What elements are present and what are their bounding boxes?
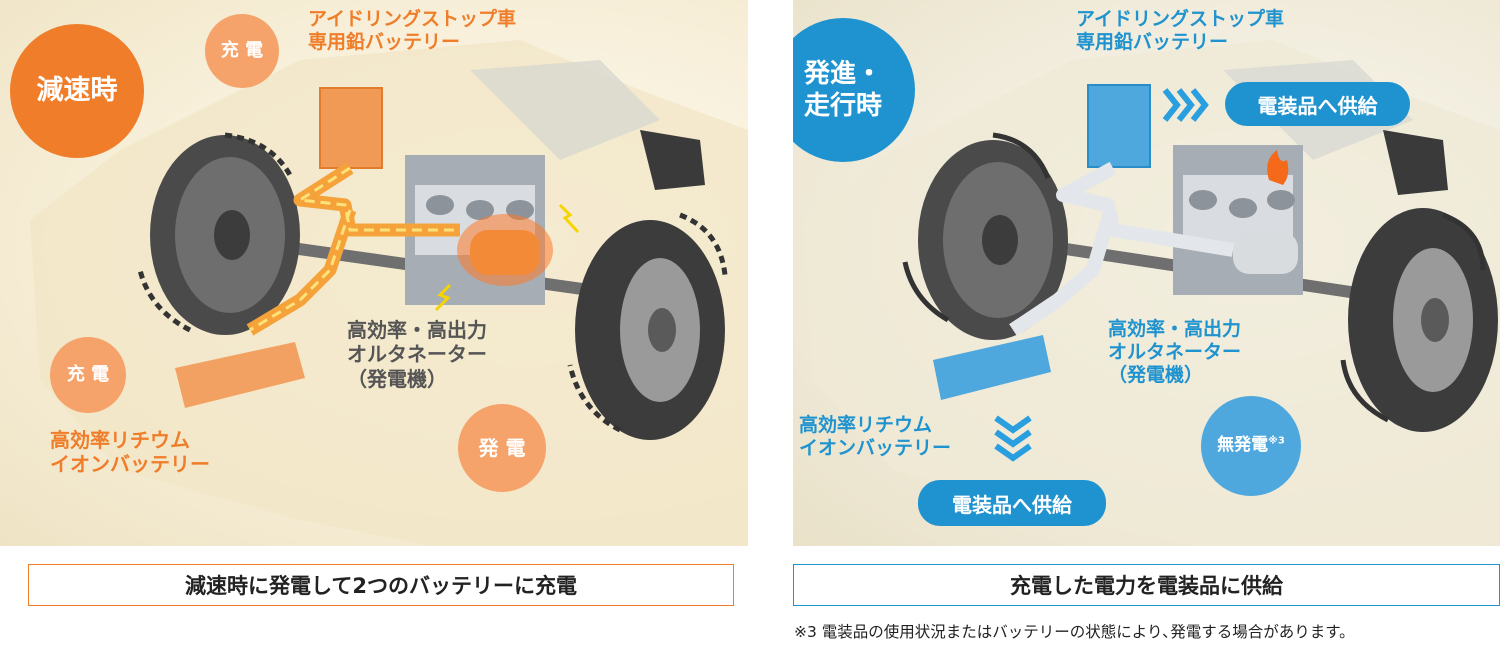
- alternator: [457, 214, 553, 286]
- supply-pill-bottom: 電装品へ供給: [918, 480, 1106, 526]
- footnote: ※3 電装品の使用状況またはバッテリーの状態により､発電する場合があります。: [794, 623, 1355, 641]
- lead-battery-label: アイドリングストップ車 専用鉛バッテリー: [308, 8, 517, 54]
- rotation-arrow-right-bottom: [1340, 359, 1390, 423]
- lead-battery: [319, 87, 383, 169]
- running-panel: 発進・ 走行時 アイドリングストップ車 専用鉛バッテリー 電装品へ供給 高効率・…: [793, 0, 1500, 546]
- alternator: [1233, 232, 1298, 274]
- left-wheel: [150, 135, 300, 335]
- alternator-label: 高効率・高出力 オルタネーター （発電機）: [347, 318, 487, 391]
- lithium-battery-label: 高効率リチウム イオンバッテリー: [50, 428, 210, 477]
- rotation-arrow-right-top: [679, 212, 728, 276]
- lithium-battery-label: 高効率リチウム イオンバッテリー: [799, 414, 952, 460]
- lithium-battery: [933, 335, 1051, 400]
- charge-flow-highlight: [249, 166, 460, 332]
- charge-circle-bottom: 充 電: [50, 337, 126, 413]
- car-window: [470, 60, 660, 160]
- running-badge: 発進・ 走行時: [793, 18, 915, 162]
- rotation-arrow-left-bottom: [902, 261, 950, 323]
- generate-circle: 発 電: [458, 404, 546, 492]
- flame-icon: [1267, 150, 1289, 185]
- lithium-battery: [175, 342, 305, 408]
- spark-icon: [434, 283, 452, 312]
- supply-arrow-icon: [1162, 88, 1209, 122]
- left-wheel: [918, 140, 1068, 340]
- side-mirror: [1383, 130, 1448, 195]
- rotation-arrow-right-top: [1442, 212, 1486, 271]
- supply-down-arrow-icon: [994, 415, 1032, 462]
- deceleration-badge: 減速時: [10, 24, 144, 158]
- lead-battery-label: アイドリングストップ車 専用鉛バッテリー: [1076, 8, 1285, 54]
- rotation-arrow-left-top: [224, 132, 293, 177]
- spark-icon: [558, 203, 580, 234]
- rotation-arrow-left-bottom: [137, 269, 192, 333]
- rotation-arrow-left-top: [992, 132, 1051, 179]
- power-flow: [1009, 161, 1235, 336]
- deceleration-panel: 減速時 充 電 アイドリングストップ車 専用鉛バッテリー 充 電 高効率リチウム…: [0, 0, 748, 546]
- side-mirror: [640, 130, 705, 190]
- supply-pill-top: 電装品へ供給: [1225, 82, 1410, 126]
- no-generate-circle: 無発電※3: [1201, 396, 1301, 496]
- running-caption: 充電した電力を電装品に供給: [793, 564, 1500, 606]
- deceleration-diagram: [30, 40, 748, 546]
- lead-battery: [1087, 84, 1151, 168]
- charge-circle-top: 充 電: [205, 14, 279, 88]
- right-wheel: [575, 220, 725, 440]
- deceleration-caption: 減速時に発電して2つのバッテリーに充電: [28, 564, 734, 606]
- rotation-arrow-right-bottom: [567, 364, 622, 433]
- right-wheel: [1348, 208, 1498, 432]
- alternator-label: 高効率・高出力 オルタネーター （発電機）: [1108, 318, 1242, 387]
